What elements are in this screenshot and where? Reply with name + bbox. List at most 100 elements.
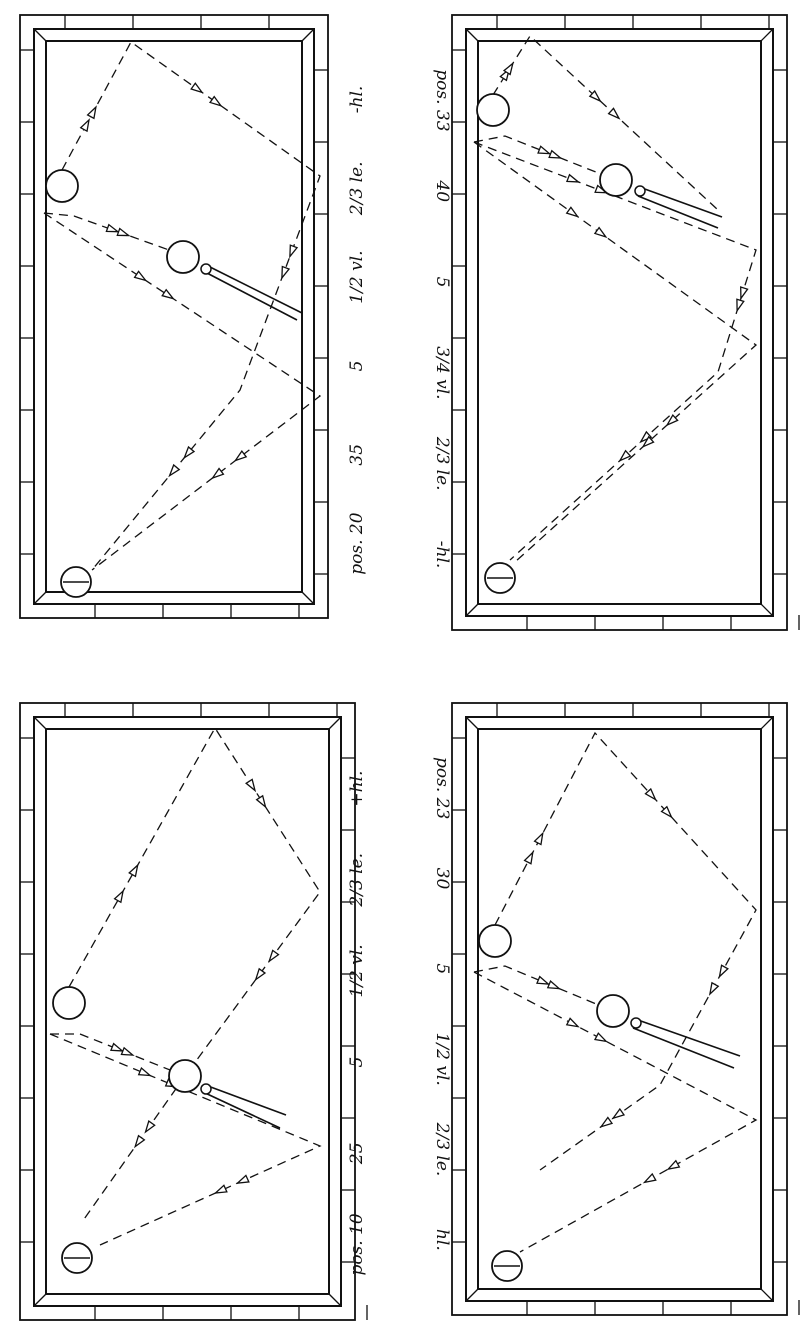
ball-path [43, 212, 322, 571]
table-cushion [465, 28, 774, 617]
caption-item: 2/3 le. [347, 161, 367, 216]
caption-item: 35 [347, 444, 367, 466]
caption-item: 1/2 vl. [432, 1033, 452, 1086]
billiard-diagram-4: pos. 23 30 5 1/2 vl. 2/3 le. hl. [432, 702, 800, 1316]
path-arrow [611, 1107, 626, 1120]
path-arrow [289, 244, 299, 259]
caption-item: +hl. [347, 771, 367, 807]
caption-item: 5 [347, 1057, 367, 1068]
caption-item: 30 [432, 868, 452, 890]
path-arrow [105, 223, 120, 233]
cue-ball [484, 562, 516, 594]
object-ball [168, 1059, 202, 1093]
path-arrow [548, 149, 563, 159]
caption-item: -hl. [347, 86, 367, 114]
cue-stick [200, 1083, 287, 1129]
path-arrow [599, 1116, 614, 1128]
caption-item: 40 [432, 179, 452, 202]
ball-path [61, 41, 321, 571]
rail-bricks [20, 703, 368, 1320]
object-ball [45, 169, 79, 203]
path-arrow [565, 1017, 580, 1028]
caption-item: 25 [347, 1142, 367, 1165]
table-outer-rail [19, 702, 356, 1321]
rail-bricks [452, 703, 800, 1315]
caption-item: hl. [432, 1229, 452, 1251]
caption-item: pos. 10 [347, 1213, 367, 1275]
table-cushion [33, 28, 315, 605]
caption-item: 1/2 vl. [347, 944, 367, 997]
ball-path [473, 141, 757, 561]
path-arrow [210, 467, 225, 480]
path-arrow [116, 227, 131, 237]
path-arrow [546, 980, 562, 990]
path-arrow [183, 445, 196, 460]
cue-stick [200, 263, 303, 321]
path-arrow [536, 975, 551, 985]
caption-item: pos. 20 [347, 512, 367, 574]
table-playing-surface [45, 728, 330, 1295]
path-arrow [588, 89, 602, 103]
cue-ball [491, 1250, 523, 1282]
path-arrow [607, 107, 621, 120]
path-arrow [113, 889, 125, 904]
path-arrow [660, 805, 673, 819]
caption-item: 5 [432, 963, 452, 974]
path-arrow [120, 1046, 135, 1056]
path-arrow [235, 1174, 250, 1184]
object-ball [476, 93, 510, 127]
table-cushion [33, 716, 342, 1307]
billiard-diagram-3: pos. 10 25 5 1/2 vl. 2/3 le. +hl. [19, 702, 368, 1321]
path-arrow [718, 964, 729, 979]
path-arrow [641, 435, 655, 449]
table-cushion [465, 716, 774, 1302]
object-ball [596, 994, 630, 1028]
cue-stick [634, 185, 723, 229]
path-arrow [502, 61, 514, 76]
diagram-caption: pos. 10 25 5 1/2 vl. 2/3 le. +hl. [347, 771, 367, 1276]
path-arrow [110, 1042, 125, 1052]
table-playing-surface [477, 728, 762, 1290]
diagram-caption: pos. 23 30 5 1/2 vl. 2/3 le. hl. [432, 757, 452, 1251]
path-arrow [736, 298, 745, 313]
caption-item: pos. 23 [432, 757, 452, 819]
path-arrow [523, 850, 534, 865]
rail-bricks [20, 15, 328, 618]
path-arrow [639, 430, 653, 444]
caption-item: 2/3 le. [432, 436, 452, 491]
path-arrow [213, 1184, 228, 1194]
cue-ball [60, 566, 92, 598]
ball-path [473, 141, 758, 563]
path-arrow [144, 1120, 156, 1134]
path-arrow [565, 173, 581, 183]
path-arrow [254, 967, 267, 982]
path-arrow [255, 794, 267, 809]
caption-item: 2/3 le. [347, 853, 367, 908]
path-arrow [79, 118, 90, 133]
path-arrow [618, 449, 632, 463]
path-arrow [233, 450, 248, 462]
path-arrow [267, 949, 280, 963]
path-arrow [593, 226, 608, 239]
path-arrow [665, 413, 679, 427]
caption-item: 5 [432, 277, 452, 288]
path-arrow [281, 265, 291, 280]
path-arrow [537, 145, 552, 155]
ball-path [68, 726, 321, 1223]
ball-path [473, 965, 614, 1012]
path-arrow [137, 1066, 152, 1077]
ball-path [50, 1033, 186, 1077]
ball-path [43, 212, 184, 256]
object-ball [166, 240, 200, 274]
path-arrow [642, 1172, 657, 1184]
table-outer-rail [451, 14, 788, 631]
path-arrow [133, 270, 148, 282]
cue-ball [61, 1242, 93, 1274]
ball-path [494, 731, 757, 1171]
path-arrow [740, 286, 749, 301]
caption-item: 2/3 le. [432, 1122, 452, 1177]
path-arrow [565, 206, 580, 218]
